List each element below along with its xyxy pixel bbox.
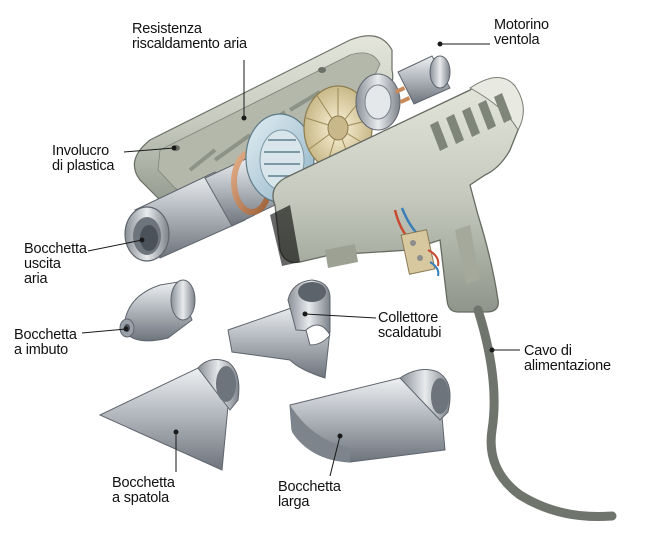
- spatula-nozzle: [98, 359, 240, 471]
- label-outlet-nozzle: Bocchetta uscita aria: [24, 241, 87, 287]
- gun-housing: [270, 77, 524, 313]
- leader-dots: [123, 41, 495, 439]
- label-fan-motor: Motorino ventola: [494, 17, 549, 48]
- leader-lines: [81, 43, 520, 477]
- wire-terminal: [393, 207, 440, 277]
- label-funnel-nozzle: Bocchetta a imbuto: [14, 327, 77, 358]
- fan-motor: [394, 55, 451, 105]
- power-cable: [473, 305, 617, 522]
- label-plastic-shell: Involucro di plastica: [52, 143, 115, 174]
- wide-nozzle: [289, 369, 451, 463]
- label-pipe-collector: Collettore scaldatubi: [378, 310, 442, 341]
- label-power-cable: Cavo di alimentazione: [524, 343, 611, 374]
- label-spatula-nozzle: Bocchetta a spatola: [112, 475, 175, 506]
- label-wide-nozzle: Bocchetta larga: [278, 479, 341, 510]
- funnel-nozzle: [119, 279, 196, 342]
- pipe-collector: [227, 279, 331, 379]
- motor-ring: [355, 73, 401, 131]
- label-heating-resistance: Resistenza riscaldamento aria: [132, 21, 247, 52]
